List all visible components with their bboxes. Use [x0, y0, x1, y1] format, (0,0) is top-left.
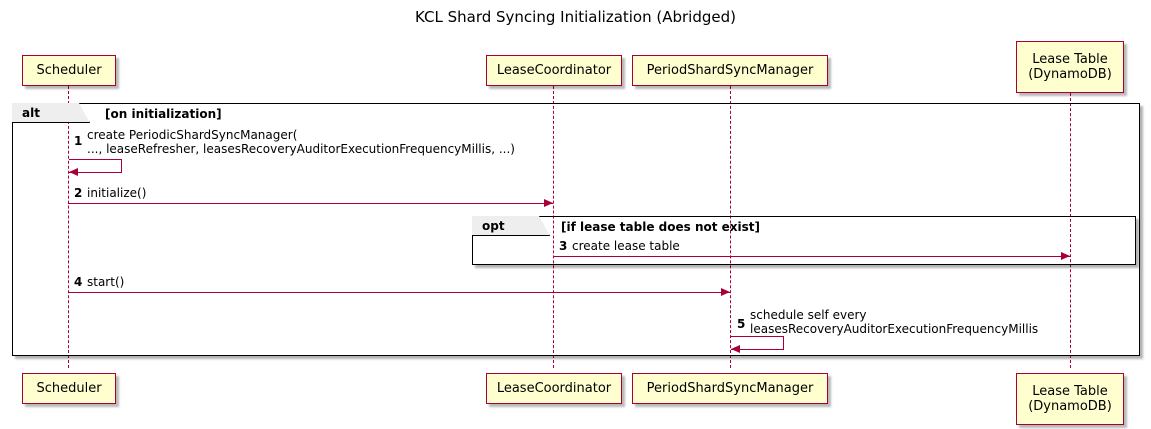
message-5-label-line1: schedule self every [750, 308, 867, 322]
message-3-arrowhead [1061, 252, 1070, 260]
lifeline-scheduler [68, 86, 69, 368]
participant-label: Scheduler [36, 63, 102, 78]
message-5-self-loop [731, 336, 784, 350]
lifeline-periodshardsyncmanager [730, 86, 731, 368]
fragment-opt-guard: [if lease table does not exist] [561, 220, 761, 234]
participant-label-line2: (DynamoDB) [1028, 67, 1112, 82]
fragment-alt-guard: [on initialization] [105, 107, 222, 121]
message-3-line [553, 256, 1070, 257]
message-2-line [68, 203, 553, 204]
participant-label: LeaseCoordinator [496, 63, 612, 78]
message-5-label-line2: leasesRecoveryAuditorExecutionFrequencyM… [750, 322, 1039, 336]
participant-label-line2: (DynamoDB) [1028, 399, 1112, 414]
message-5-arrowhead [731, 345, 740, 353]
lifeline-leasecoordinator [553, 86, 554, 368]
participant-label-line1: Lease Table [1032, 52, 1108, 67]
fragment-alt-tab: alt [12, 103, 90, 123]
participant-leasecoordinator-bottom[interactable]: LeaseCoordinator [486, 373, 622, 404]
message-1-label-line2: ..., leaseRefresher, leasesRecoveryAudit… [87, 142, 515, 156]
message-4-line [68, 292, 730, 293]
message-1-number: 1 [74, 134, 83, 148]
message-1-self-loop [69, 159, 122, 173]
participant-periodshardsyncmanager-top[interactable]: PeriodShardSyncManager [632, 55, 828, 86]
fragment-alt: alt [on initialization] [12, 103, 1140, 356]
participant-leasetable-top[interactable]: Lease Table (DynamoDB) [1016, 41, 1124, 93]
participant-leasecoordinator-top[interactable]: LeaseCoordinator [486, 55, 622, 86]
message-3-label: create lease table [572, 239, 680, 253]
message-2-label: initialize() [87, 186, 147, 200]
message-1-label-line1: create PeriodicShardSyncManager( [87, 128, 298, 142]
message-4-number: 4 [74, 275, 83, 289]
participant-scheduler-bottom[interactable]: Scheduler [22, 373, 116, 404]
message-4-label: start() [87, 275, 125, 289]
participant-label-line1: Lease Table [1032, 384, 1108, 399]
message-4-arrowhead [721, 288, 730, 296]
page-title: KCL Shard Syncing Initialization (Abridg… [415, 8, 736, 26]
message-5-number: 5 [737, 317, 746, 331]
message-2-number: 2 [74, 186, 83, 200]
fragment-opt-tab: opt [472, 216, 550, 236]
fragment-opt: opt [if lease table does not exist] [472, 216, 1136, 265]
message-2-arrowhead [544, 199, 553, 207]
lifeline-leasetable [1070, 93, 1071, 368]
participant-periodshardsyncmanager-bottom[interactable]: PeriodShardSyncManager [632, 373, 828, 404]
participant-leasetable-bottom[interactable]: Lease Table (DynamoDB) [1016, 373, 1124, 425]
participant-label: LeaseCoordinator [496, 381, 612, 396]
participant-label: Scheduler [36, 381, 102, 396]
message-3-number: 3 [559, 239, 568, 253]
participant-scheduler-top[interactable]: Scheduler [22, 55, 116, 86]
participant-label: PeriodShardSyncManager [646, 63, 814, 78]
message-1-arrowhead [69, 168, 78, 176]
participant-label: PeriodShardSyncManager [646, 381, 814, 396]
